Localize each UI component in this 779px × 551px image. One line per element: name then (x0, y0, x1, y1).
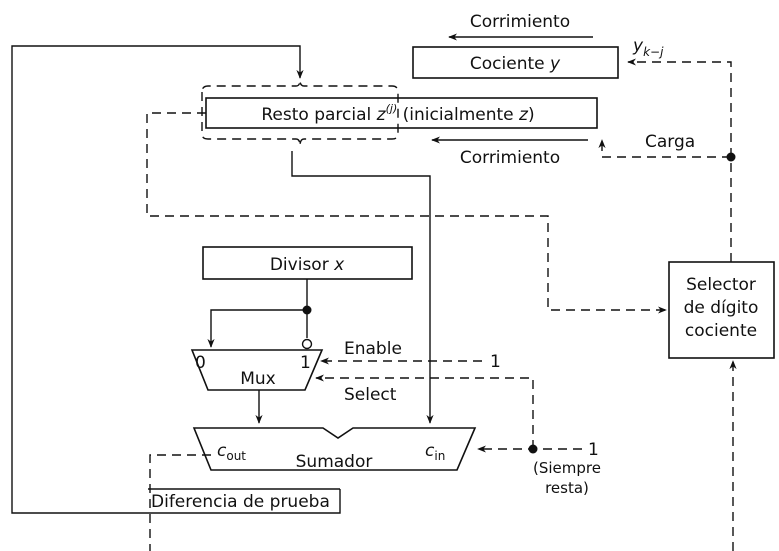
selector-line1: Selector (686, 275, 756, 295)
diferencia-label: Diferencia de prueba (151, 492, 330, 512)
corrimiento-bottom-label: Corrimiento (460, 148, 560, 168)
carga-arrow (598, 139, 731, 158)
mux-in1-label: 1 (300, 353, 311, 373)
quotient-digit-to-cociente (627, 58, 732, 262)
sumador-label: Sumador (296, 452, 373, 472)
carga-label: Carga (645, 132, 695, 152)
mux-shape (190, 349, 324, 391)
cout-label: cout (217, 441, 246, 463)
divisor-to-mux0 (207, 309, 307, 348)
cociente-label: Cociente y (470, 54, 561, 74)
cout-dashed (149, 454, 211, 551)
mux-label: Mux (240, 369, 276, 389)
resto-parcial-box (205, 97, 598, 129)
selector-line3: cociente (685, 321, 757, 341)
siempre-resta-line1: (Siempre (533, 459, 601, 477)
y-kj-label: yk−j (632, 36, 664, 59)
select-arrow (315, 374, 534, 449)
cociente-box (412, 46, 619, 79)
resto-parcial-label: Resto parcial z(j) (inicialmente z) (261, 102, 534, 125)
resto-brace (201, 79, 399, 147)
cin-value: 1 (588, 440, 599, 460)
corrimiento-top-label: Corrimiento (470, 12, 570, 32)
cin-label: cin (425, 441, 445, 463)
divisor-label: Divisor x (270, 255, 345, 275)
selector-box (668, 261, 775, 359)
resto-to-selector (146, 112, 667, 314)
feedback-loop (11, 45, 341, 514)
selector-line2: de dígito (684, 298, 759, 318)
resto-to-sumador (291, 151, 434, 424)
siempre-resta-line2: resta) (545, 479, 589, 497)
carga-junction (726, 152, 736, 162)
mux-in0-label: 0 (195, 353, 206, 373)
sumador-shape (192, 427, 477, 471)
enable-value: 1 (490, 352, 501, 372)
enable-label: Enable (344, 339, 402, 359)
select-label: Select (344, 385, 397, 405)
mux1-inverter-bubble (301, 338, 313, 350)
cin-junction (528, 444, 538, 454)
